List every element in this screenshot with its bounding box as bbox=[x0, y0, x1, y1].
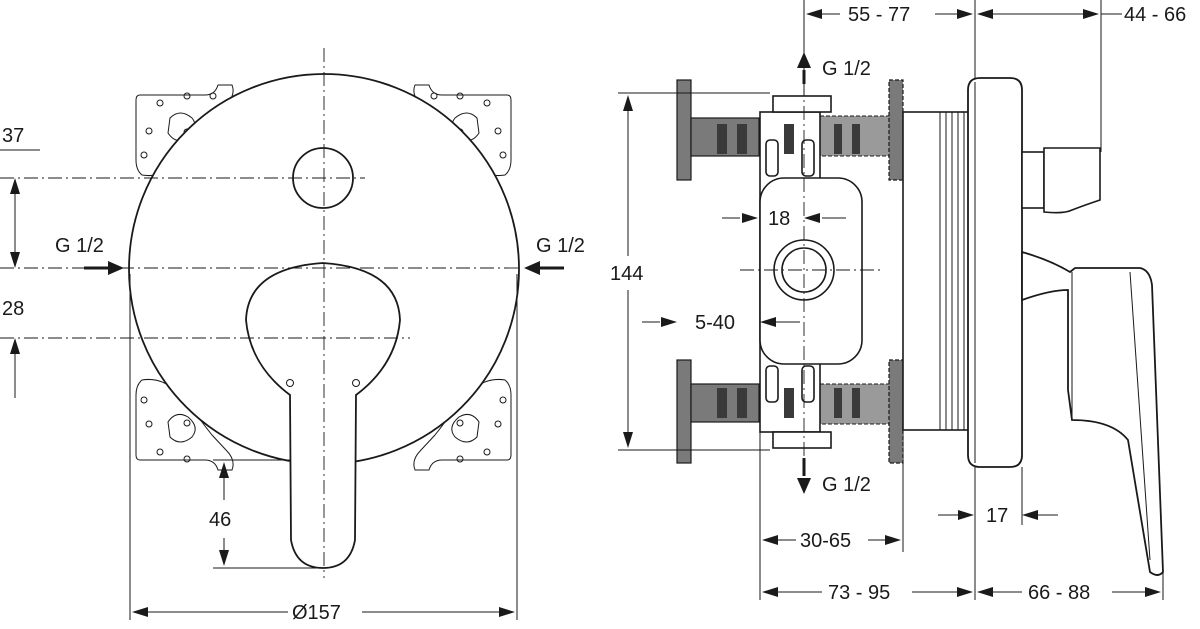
dim-30-65: 30-65 bbox=[800, 530, 851, 552]
flange-top-left bbox=[676, 79, 692, 181]
dim-18: 18 bbox=[768, 208, 790, 230]
threaded-sleeve bbox=[902, 111, 972, 431]
dim-44-66: 44 - 66 bbox=[1124, 4, 1186, 26]
cover-plate-side bbox=[967, 77, 1023, 468]
diverter-side bbox=[1021, 151, 1045, 209]
front-view: 37 28 G 1/2 G 1/2 46 Ø157 bbox=[0, 48, 585, 624]
dim-17: 17 bbox=[986, 505, 1008, 527]
dim-73-95: 73 - 95 bbox=[828, 582, 890, 604]
dim-5-40: 5-40 bbox=[695, 312, 735, 334]
flange-bottom-left bbox=[676, 359, 692, 464]
lever-side bbox=[1021, 250, 1164, 576]
outlet-top-label: G 1/2 bbox=[822, 58, 871, 80]
dim-144: 144 bbox=[610, 263, 643, 285]
side-view: G 1/2 G 1/2 144 18 5-40 55 - 77 bbox=[610, 0, 1186, 604]
dim-28: 28 bbox=[2, 298, 24, 320]
dim-diameter: Ø157 bbox=[292, 602, 341, 624]
outlet-bottom-label: G 1/2 bbox=[822, 474, 871, 496]
dim-55-77: 55 - 77 bbox=[848, 4, 910, 26]
thread-lines bbox=[939, 112, 965, 430]
inlet-right-label: G 1/2 bbox=[536, 235, 585, 257]
dim-66-88: 66 - 88 bbox=[1028, 582, 1090, 604]
dim-46: 46 bbox=[209, 509, 231, 531]
dim-37: 37 bbox=[2, 125, 24, 147]
inlet-left-label: G 1/2 bbox=[55, 235, 104, 257]
